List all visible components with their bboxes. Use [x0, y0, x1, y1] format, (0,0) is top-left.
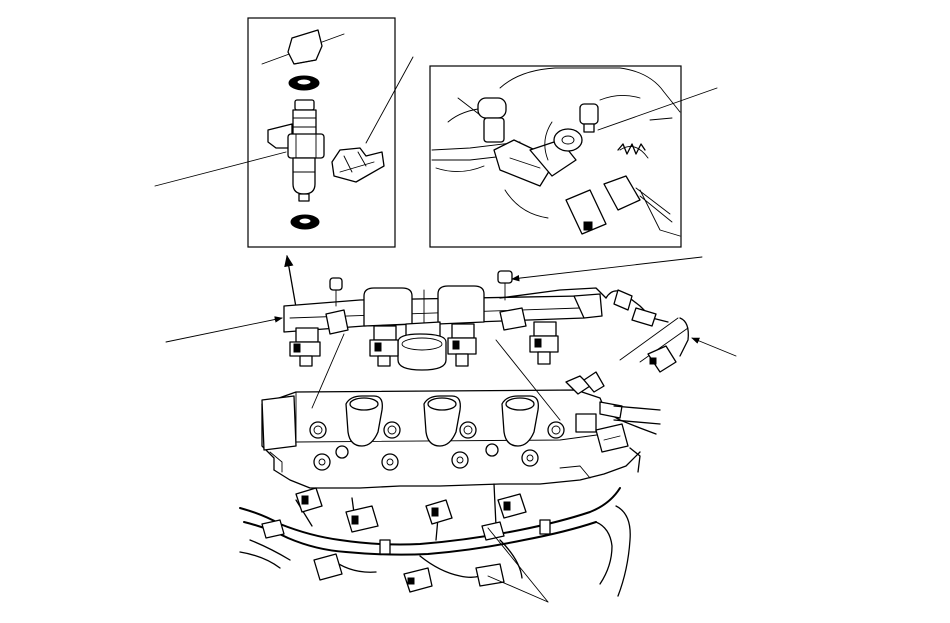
injector-clip [331, 147, 385, 183]
fuel-pressure-regulator [397, 321, 447, 371]
upper-o-ring [288, 75, 320, 91]
fuel-injector-detail [267, 99, 325, 202]
fuel-rail [283, 285, 607, 335]
rail-mounting-bolt [329, 277, 343, 307]
fuel-injector [447, 323, 477, 367]
fuel-injector [529, 321, 559, 365]
engine-cylinder-head [261, 333, 661, 489]
fuel-feed-line [605, 289, 689, 373]
rail-mounting-bolt [497, 270, 513, 301]
injector-wire-harness [239, 483, 631, 603]
connector-detail-inset [429, 65, 718, 248]
injector-detail-inset [154, 17, 414, 248]
lower-o-ring [290, 214, 320, 230]
fuel-injector [369, 325, 399, 367]
fuel-injector [289, 327, 321, 367]
